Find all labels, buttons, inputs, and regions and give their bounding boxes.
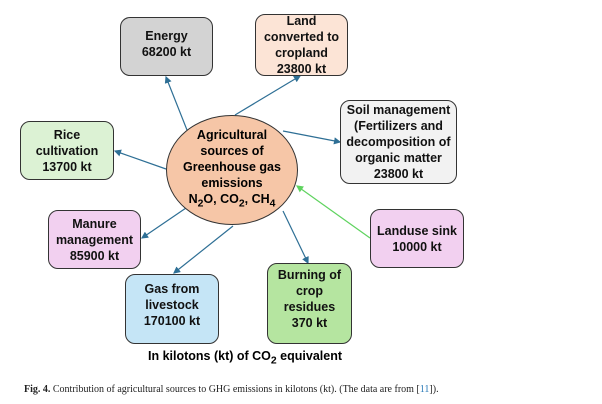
arrow-landuse-sink [296, 185, 371, 239]
caption-label: Fig. 4. [24, 384, 51, 395]
node-label: (Fertilizers and [354, 119, 443, 133]
node-gas-livestock: Gas from livestock 170100 kt [125, 274, 219, 344]
center-line: emissions [201, 176, 263, 191]
node-label: cultivation [35, 143, 99, 158]
reference-link[interactable]: 11 [419, 384, 430, 395]
node-label: organic matter [355, 151, 442, 165]
center-line: Greenhouse gas [183, 160, 281, 175]
node-label: Land [286, 14, 317, 28]
node-value: 23800 kt [373, 167, 424, 181]
arrow-energy [164, 75, 188, 131]
node-burning: Burning of crop residues 370 kt [267, 263, 352, 344]
node-label: Soil management [346, 103, 451, 117]
arrow-rice [113, 149, 167, 170]
node-label: Rice [53, 127, 81, 142]
node-label: management [55, 232, 134, 247]
node-value: 370 kt [291, 316, 328, 330]
figure-caption: Fig. 4. Contribution of agricultural sou… [24, 384, 439, 395]
arrow-soil [282, 130, 342, 145]
node-label: decomposition of [346, 135, 451, 149]
arrow-manure [141, 207, 187, 239]
node-value: 85900 kt [69, 248, 120, 263]
node-label: Energy [145, 29, 188, 43]
arrow-gas [173, 225, 234, 274]
node-label: converted to [263, 30, 339, 44]
node-value: 10000 kt [392, 239, 442, 254]
gas-formulas: N2O, CO2, CH4 [188, 192, 276, 210]
node-land: Land converted to cropland 23800 kt [255, 14, 348, 76]
node-value: 68200 kt [141, 45, 192, 59]
center-line: sources of [200, 144, 264, 159]
node-label: Gas from [144, 282, 200, 296]
node-label: cropland [275, 46, 328, 60]
node-value: 13700 kt [42, 159, 92, 174]
arrow-land [234, 75, 302, 116]
arrow-burning [282, 210, 309, 265]
node-label: residues [283, 300, 336, 314]
node-value: 170100 kt [143, 314, 201, 328]
node-value: 23800 kt [276, 62, 327, 76]
units-note: In kilotons (kt) of CO2 equivalent [147, 349, 342, 367]
node-label: crop [295, 284, 324, 298]
node-energy: Energy 68200 kt [120, 17, 213, 76]
center-node: Agricultural sources of Greenhouse gas e… [166, 115, 298, 225]
node-label: Manure [72, 216, 117, 231]
node-soil: Soil management (Fertilizers and decomposi… [340, 100, 457, 184]
node-label: livestock [145, 298, 199, 312]
center-line: Agricultural [196, 128, 268, 143]
node-label: Burning of [277, 268, 342, 282]
node-label: Landuse sink [377, 223, 457, 238]
